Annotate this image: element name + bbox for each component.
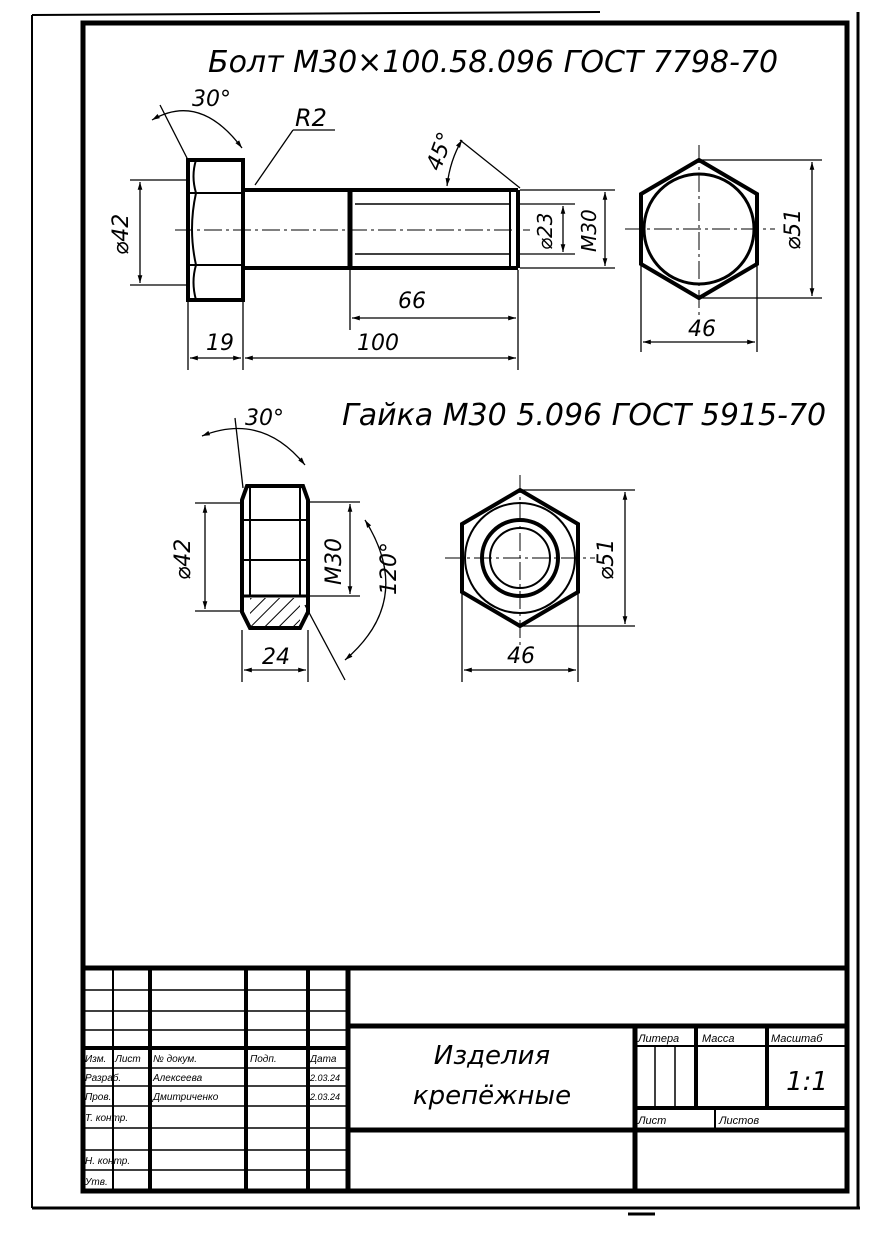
tb-header-date: Дата: [309, 1054, 337, 1065]
bolt-dim-total-length: 100: [357, 331, 399, 356]
nut-hex-dia: ⌀51: [594, 539, 619, 580]
bolt-dim-head-height: 19: [206, 331, 234, 356]
bolt-hex-dimensions: [640, 159, 822, 352]
nut-side-dimensions: [195, 417, 387, 682]
tb-date-developer: 2.03.24: [309, 1073, 340, 1083]
bolt-dim-head-dia: ⌀42: [109, 214, 134, 255]
bolt-title: Болт М30×100.58.096 ГОСТ 7798-70: [208, 45, 778, 80]
tb-scale-value: 1:1: [786, 1067, 828, 1097]
bolt-dimensions: [130, 104, 615, 370]
tb-header-sign: Подп.: [250, 1054, 277, 1065]
bolt-dim-chamfer-angle: 45°: [422, 129, 459, 174]
nut-dim-angle: 30°: [245, 406, 284, 431]
tb-role-norm-control: Н. контр.: [85, 1156, 130, 1167]
bolt-hex-width: 46: [688, 317, 716, 342]
tb-role-developer: Разраб.: [85, 1072, 121, 1084]
tb-lit-label: Литера: [637, 1033, 679, 1045]
bolt-hex-view: [625, 145, 775, 315]
nut-hex-width: 46: [507, 644, 535, 669]
bolt-dim-thread-inner: ⌀23: [533, 213, 557, 251]
nut-hex-view: [445, 475, 595, 645]
nut-title: Гайка М30 5.096 ГОСТ 5915-70: [342, 398, 826, 433]
tb-sheets-label: Листов: [718, 1115, 759, 1127]
nut-dim-thread: М30: [322, 538, 347, 585]
bolt-dim-thread: М30: [577, 209, 601, 252]
sheet-trim: [31, 11, 860, 1210]
tb-sheet-label: Лист: [637, 1115, 666, 1127]
bolt-side-view: [175, 158, 530, 302]
bolt-dim-thread-length: 66: [398, 289, 426, 314]
tb-header-doc: № докум.: [153, 1054, 197, 1065]
tb-role-tech-control: Т. контр.: [85, 1113, 128, 1124]
nut-dim-angle-120: 120°: [377, 542, 402, 595]
tb-name-developer: Алексеева: [152, 1073, 203, 1084]
title-block: [83, 965, 847, 1191]
tb-role-approved: Утв.: [84, 1177, 108, 1188]
tb-date-checker: 2.03.24: [309, 1092, 340, 1102]
tb-header-list: Лист: [114, 1054, 141, 1065]
tb-name-checker: Дмитриченко: [152, 1092, 219, 1103]
tb-scale-label: Масштаб: [771, 1033, 823, 1045]
tb-product-name-line2: крепёжные: [413, 1081, 571, 1111]
bolt-dim-angle: 30°: [192, 87, 231, 112]
tb-mass-label: Масса: [702, 1033, 735, 1045]
tb-role-checker: Пров.: [85, 1092, 111, 1103]
nut-hex-dimensions: [461, 489, 635, 682]
bolt-hex-dia: ⌀51: [781, 209, 806, 250]
nut-side-view: [240, 484, 310, 630]
bolt-dim-radius: R2: [295, 104, 327, 132]
nut-dim-height: 24: [262, 645, 290, 670]
drawing-frame: [80, 20, 850, 1194]
nut-dim-chamfer-dia: ⌀42: [171, 539, 196, 580]
tb-header-izm: Изм.: [85, 1054, 106, 1065]
tb-product-name-line1: Изделия: [434, 1041, 550, 1071]
